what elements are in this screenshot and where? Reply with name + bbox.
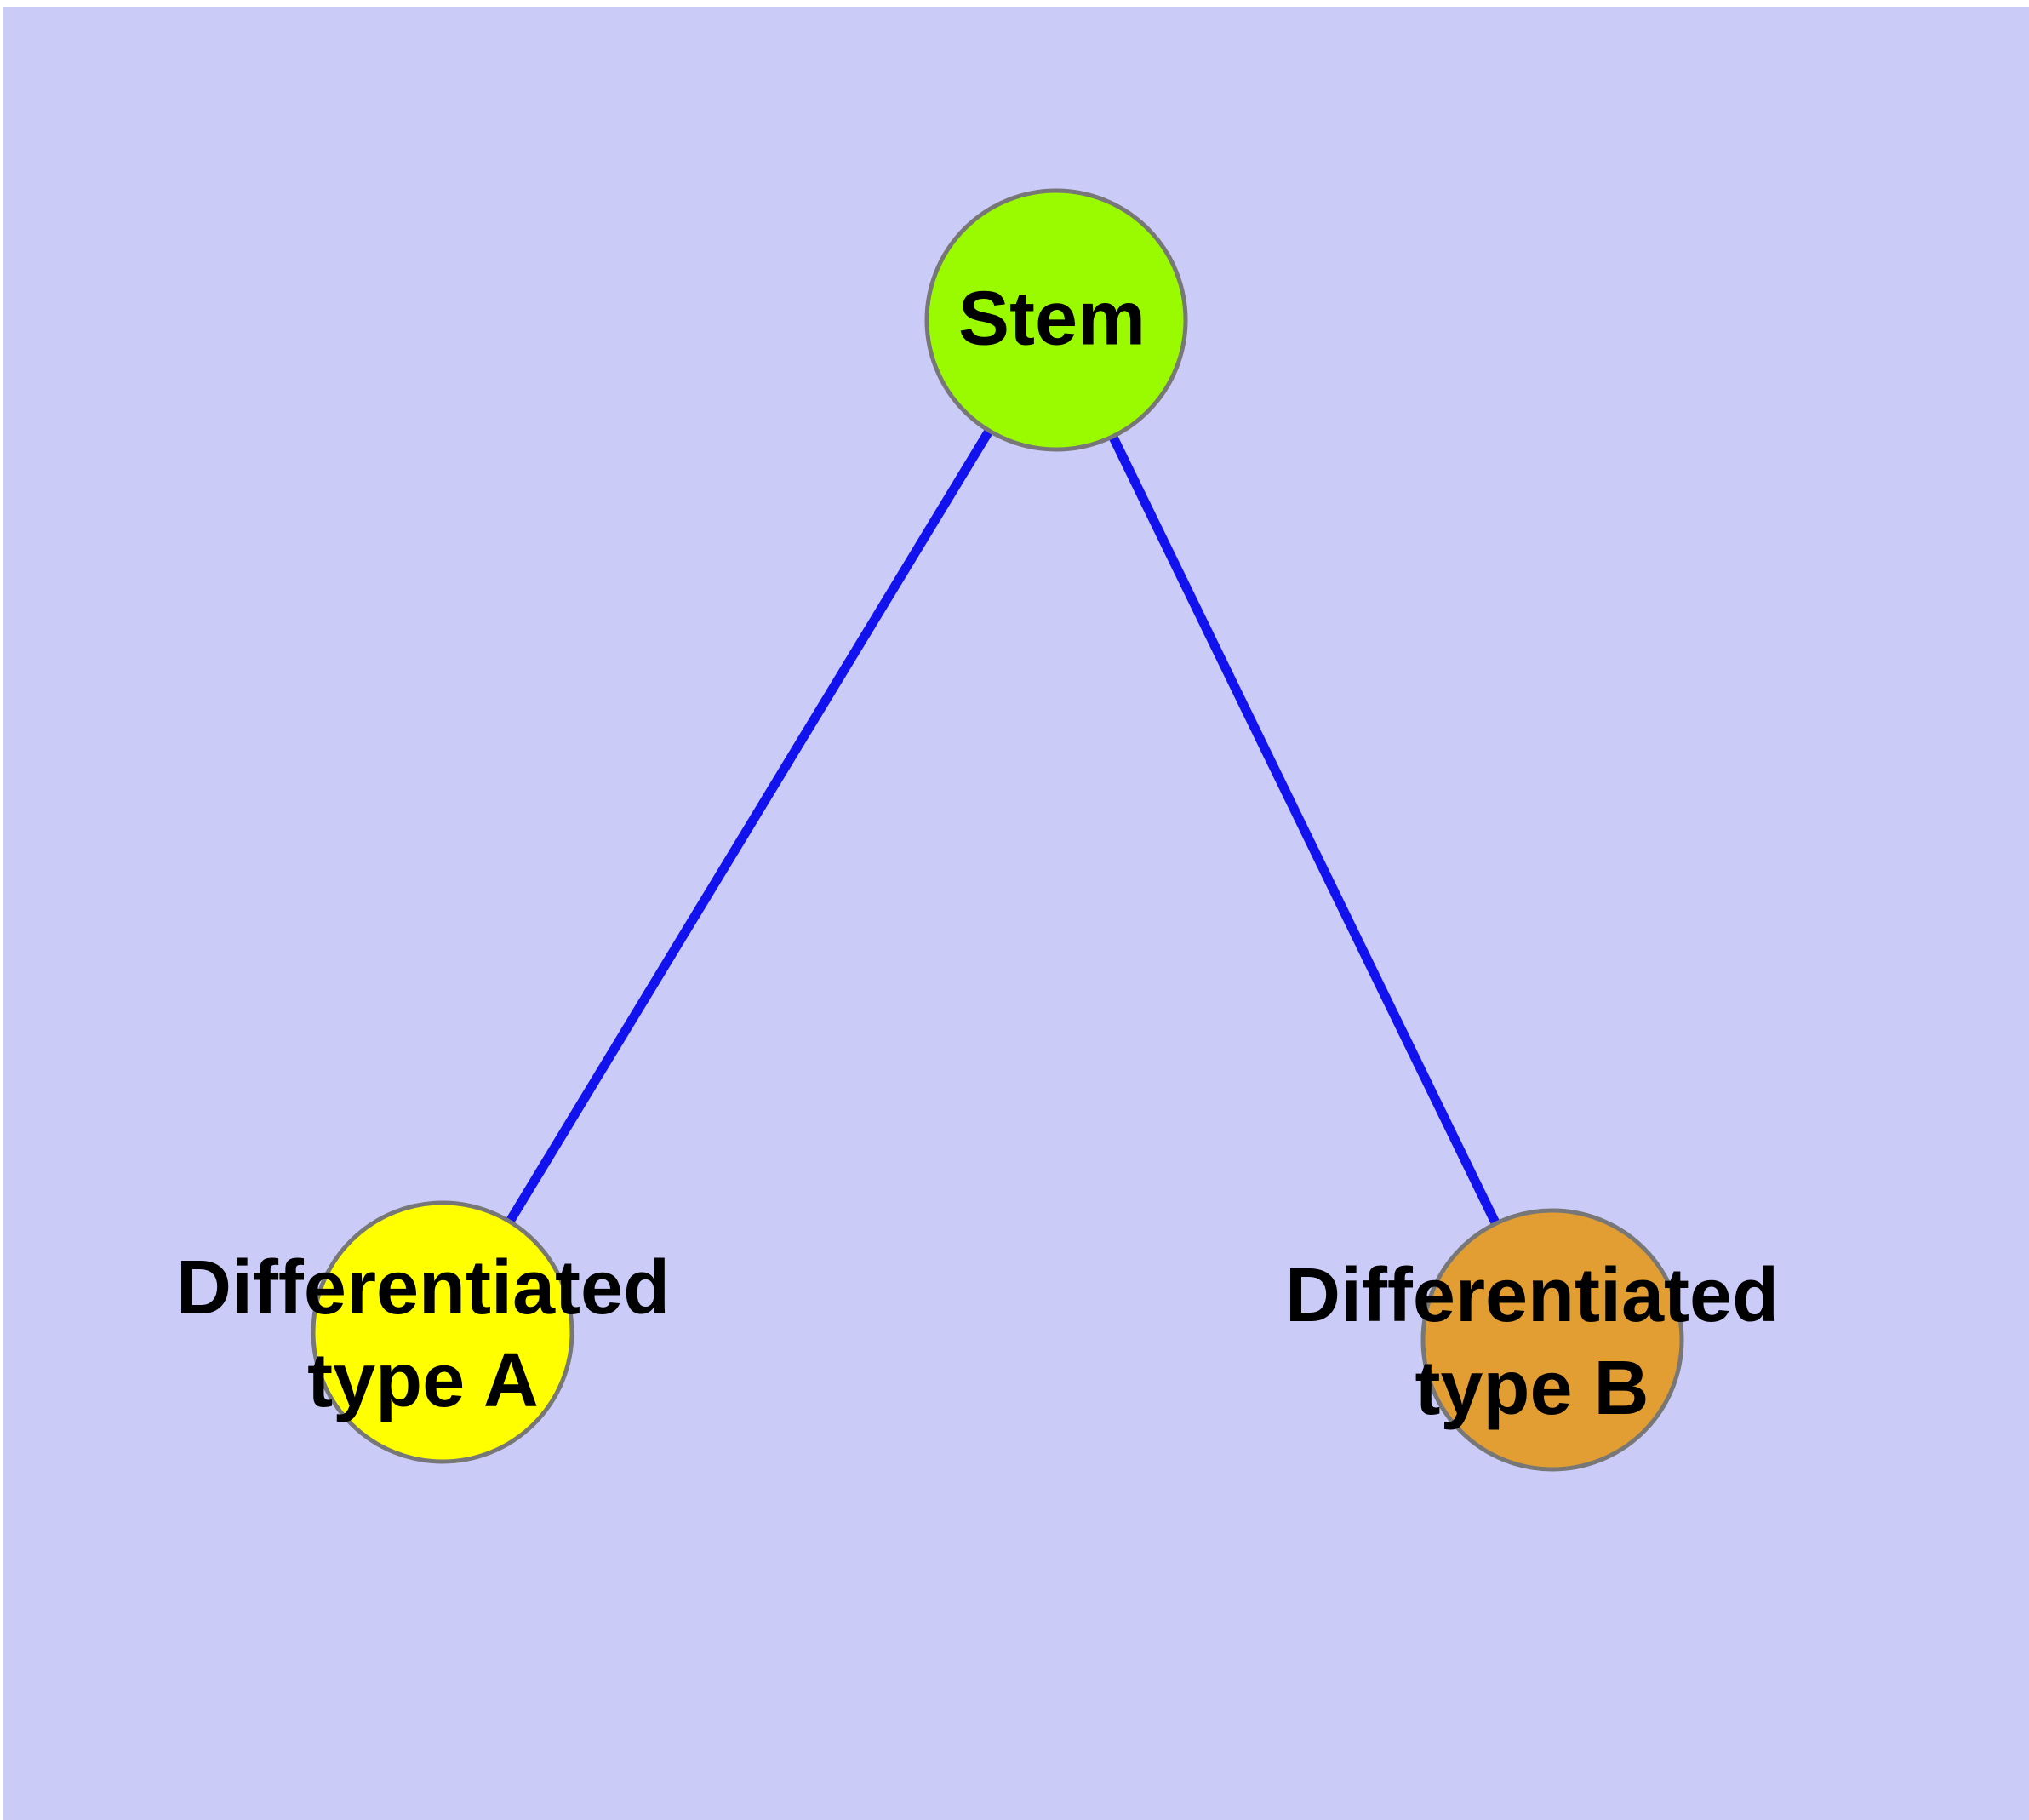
node-label-differentiated-type-b-line-1: Differentiated [1284,1253,1780,1338]
edge-stem-to-differentiated-type-a [438,318,1060,1335]
node-label-differentiated-type-a-line-2: type A [307,1338,539,1423]
node-label-stem: Stem [958,273,1146,366]
node-label-differentiated-type-b-line-2: type B [1415,1346,1649,1431]
node-differentiated-type-a [311,1200,574,1464]
edge-stem-to-differentiated-type-b [1052,318,1557,1342]
node-label-differentiated-type-a-line-1: Differentiated [175,1245,671,1331]
node-label-differentiated-type-b: Differentiated type B [1285,1250,1779,1435]
node-label-differentiated-type-a: Differentiated type A [176,1242,670,1428]
node-stem [924,188,1188,452]
node-differentiated-type-b [1420,1208,1684,1472]
node-label-stem-line-1: Stem [957,276,1146,362]
